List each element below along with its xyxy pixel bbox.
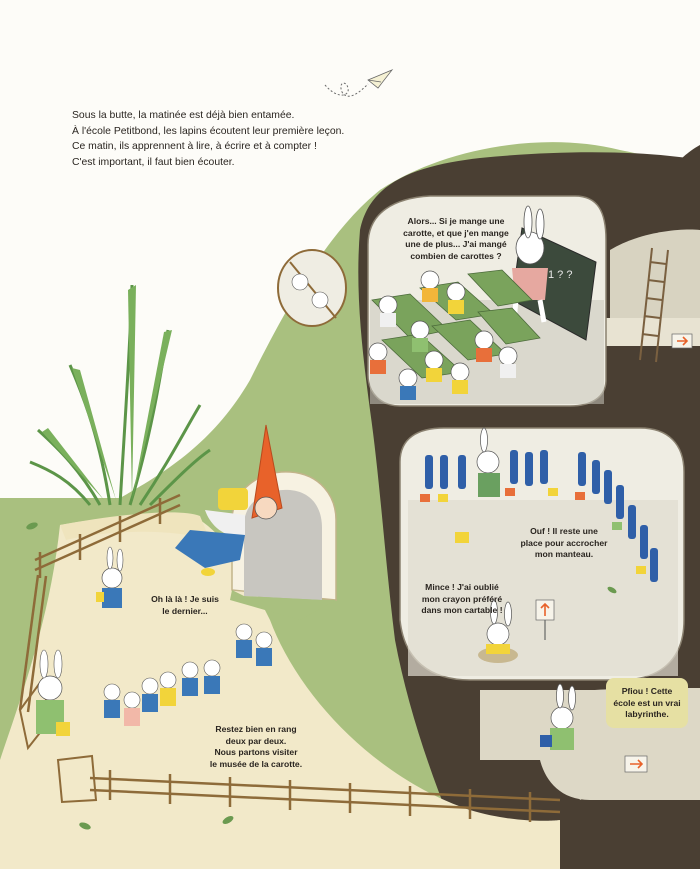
speech-bubble-maze-bg: [606, 678, 688, 728]
narration-line: À l'école Petitbond, les lapins écoutent…: [72, 125, 345, 137]
fence-bottom: [89, 770, 561, 822]
speech-teacher-line: Restez bien en rang deux par deux. Nous …: [209, 724, 303, 769]
gnome-character: [175, 424, 283, 576]
bags-row: [420, 488, 646, 574]
arrow-right-sign-icon: [671, 333, 693, 349]
pencil-bunny: [478, 599, 518, 663]
reed-leaves: [42, 285, 172, 500]
coats-row: [425, 450, 658, 582]
leaves: [26, 522, 617, 830]
upper-tunnel: [610, 229, 700, 330]
walking-bunny: [540, 683, 576, 750]
narration-line: Ce matin, ils apprennent à lire, à écrir…: [72, 141, 317, 153]
arrow-right-sign-icon: [624, 755, 648, 773]
narration-line: Sous la butte, la matinée est déjà bien …: [72, 110, 295, 121]
speech-teacher: Alors... Si je mange une carotte, et que…: [403, 216, 509, 261]
paper-plane-icon: [324, 69, 394, 97]
svg-text:1 ? ?: 1 ? ?: [548, 269, 572, 281]
narration-text: Sous la butte, la matinée est déjà bien …: [72, 108, 372, 170]
narration-line: C'est important, il faut bien écouter.: [72, 156, 235, 168]
fence-top: [34, 493, 181, 578]
class-students: [368, 270, 518, 400]
speech-maze: Pfiou ! Cette école est un vrai labyrint…: [613, 686, 681, 719]
speech-last-bunny: Oh là là ! Je suis le dernier...: [151, 594, 219, 616]
fence-left: [18, 574, 48, 713]
path-bunnies: [36, 546, 273, 736]
arrow-up-sign-icon: [535, 599, 555, 640]
speech-coat: Ouf ! Il reste une place pour accrocher …: [520, 526, 608, 559]
speech-pencil: Mince ! J'ai oublié mon crayon préféré d…: [421, 582, 503, 615]
burrow-window: [277, 249, 347, 327]
ladder-icon: [639, 247, 669, 363]
coat-bunny: [476, 427, 500, 497]
